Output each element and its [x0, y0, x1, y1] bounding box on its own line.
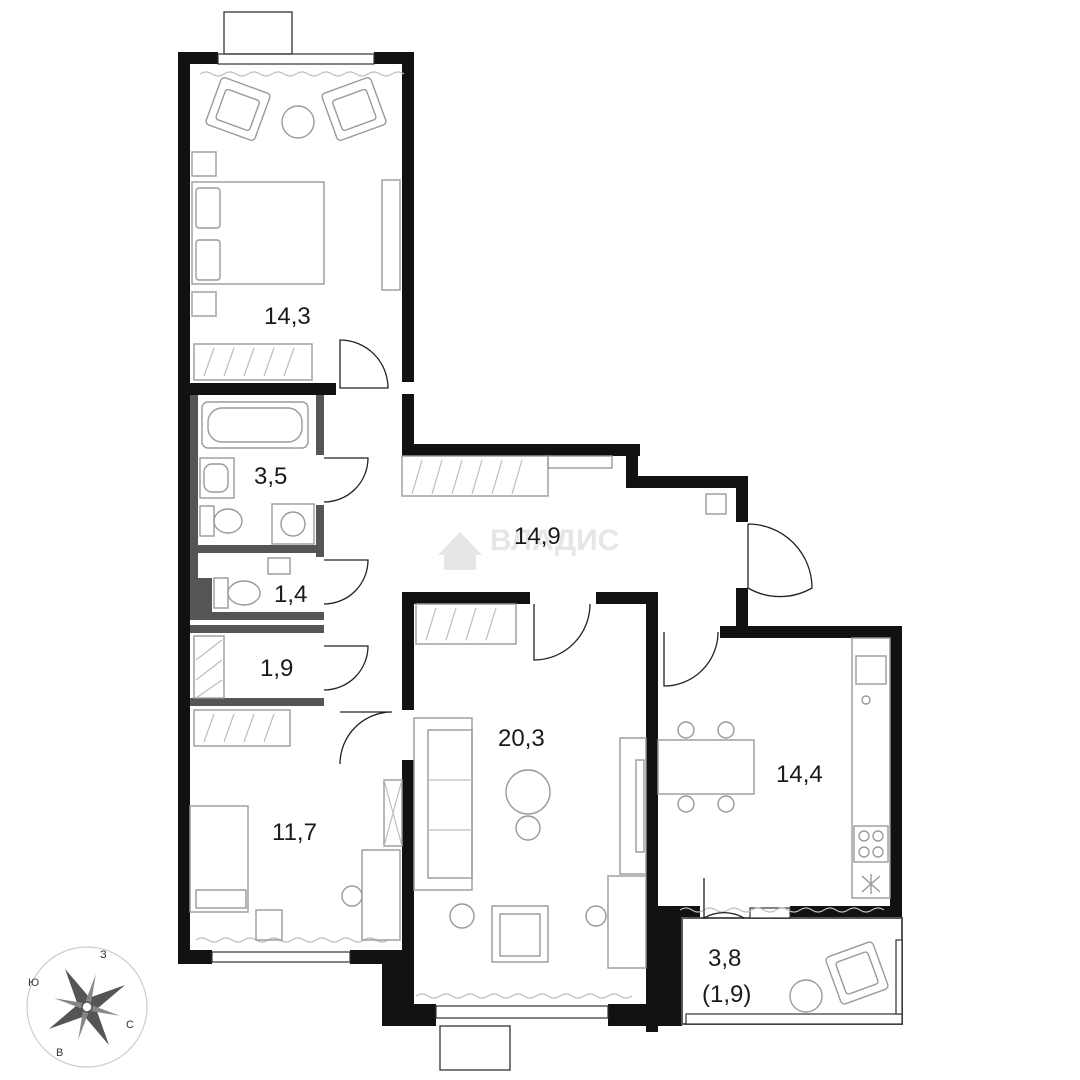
- toilet-icon: [199, 505, 243, 537]
- room-area-balcony: 3,8: [708, 945, 741, 972]
- window-balcony-side: [895, 939, 903, 1015]
- desk-icon: [585, 875, 647, 969]
- walls: [178, 52, 903, 1032]
- bed-icon: [189, 805, 283, 941]
- room-area-living-room: 20,3: [498, 725, 545, 752]
- balcony-top: [223, 11, 293, 55]
- bathtub-icon: [201, 401, 309, 449]
- table-icon: [515, 815, 541, 841]
- table-icon: [505, 769, 551, 815]
- wardrobe-icon: [381, 179, 401, 291]
- window-living: [435, 1005, 609, 1019]
- watermark: ВЛАДИС: [438, 524, 619, 570]
- kitchen-counter-icon: [851, 637, 891, 899]
- window-bedroom-bottom: [211, 951, 351, 963]
- dining-table-icon: [657, 721, 755, 813]
- room-area-toilet: 1,4: [274, 581, 307, 608]
- table-icon: [449, 903, 475, 929]
- desk-icon: [341, 779, 403, 941]
- armchair-icon: [321, 77, 387, 141]
- compass-label-north: С: [126, 1019, 134, 1031]
- furniture: [189, 77, 891, 1013]
- room-area-hallway: 14,9: [514, 523, 561, 550]
- armchair-icon: [205, 77, 271, 141]
- wardrobe-icon: [401, 455, 727, 515]
- window-top: [217, 53, 375, 65]
- sink-icon: [199, 457, 235, 499]
- table-icon: [789, 979, 823, 1013]
- room-area-kitchen: 14,4: [776, 761, 823, 788]
- room-area-bedroom-bottom: 11,7: [272, 819, 317, 846]
- compass-label-south: Ю: [28, 977, 39, 989]
- bed-icon: [191, 151, 325, 317]
- curtains: [195, 71, 885, 999]
- compass-ring: [26, 946, 148, 1068]
- room-area-bathroom: 3,5: [254, 463, 287, 490]
- house-logo-icon: [438, 532, 482, 570]
- compass-rose-icon: [48, 968, 126, 1046]
- toilet-icon: [213, 557, 291, 609]
- shelf-icon: [193, 635, 225, 699]
- watermark-text: ВЛАДИС: [490, 524, 619, 557]
- window-balcony: [685, 1013, 903, 1025]
- room-area-balcony-reduced: (1,9): [702, 981, 751, 1008]
- armchair-icon: [825, 941, 889, 1005]
- compass: З Ю С В: [26, 946, 148, 1068]
- wardrobe-icon: [415, 603, 517, 645]
- armchair-icon: [491, 905, 549, 963]
- sofa-icon: [413, 717, 473, 891]
- wardrobe-icon: [193, 709, 291, 747]
- washing-machine-icon: [271, 503, 315, 545]
- windows: [211, 11, 903, 1071]
- table-icon: [281, 105, 315, 139]
- compass-label-east: В: [56, 1047, 63, 1059]
- window-kitchen: [749, 907, 791, 919]
- compass-label-west: З: [100, 949, 107, 961]
- room-area-storage: 1,9: [260, 655, 293, 682]
- wardrobe-icon: [193, 343, 313, 381]
- doors: [323, 339, 813, 920]
- balcony-bottom: [439, 1025, 511, 1071]
- room-area-bedroom-top: 14,3: [264, 303, 311, 330]
- tv-stand-icon: [619, 737, 647, 875]
